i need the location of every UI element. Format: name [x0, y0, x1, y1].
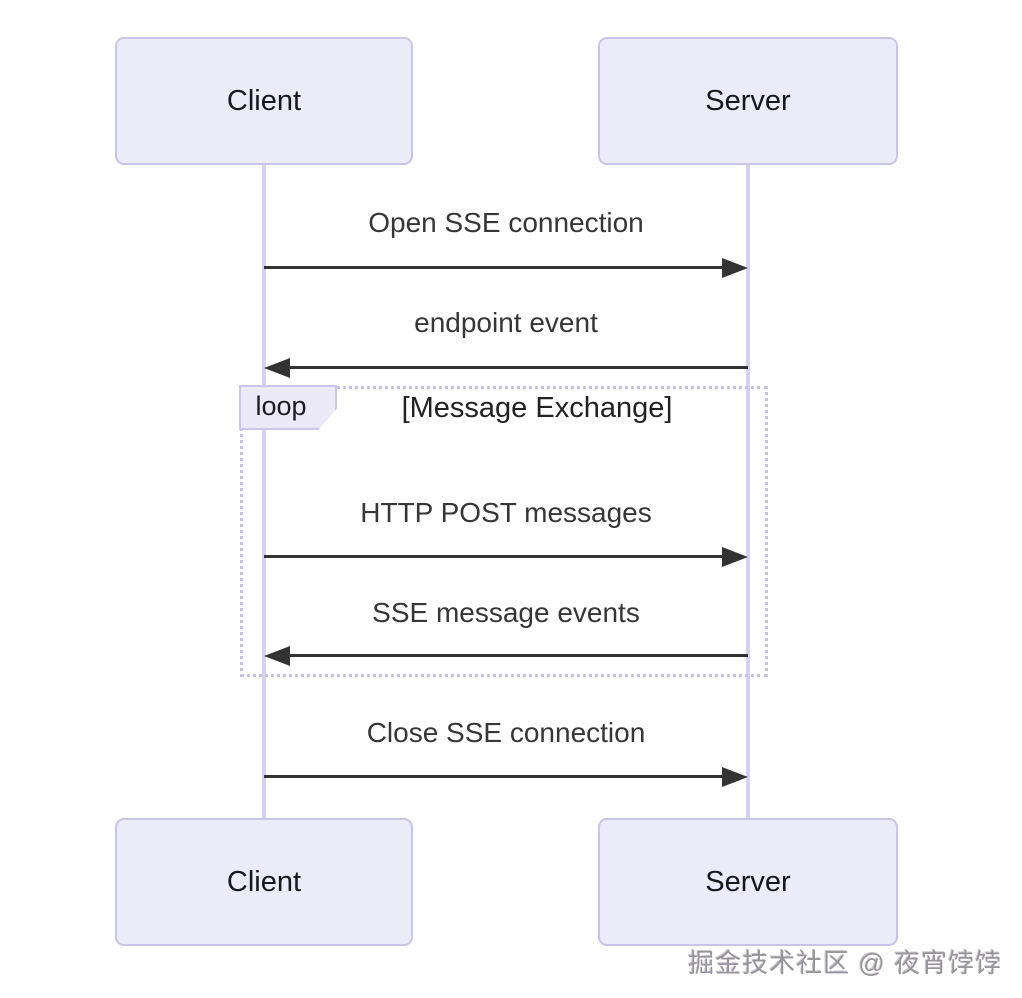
- message-arrow-line: [290, 366, 748, 369]
- arrowhead-left-icon: [264, 646, 290, 666]
- message-arrow-line: [264, 266, 722, 269]
- lifeline-client: [262, 165, 266, 818]
- message-label-close-sse: Close SSE connection: [366, 717, 646, 748]
- message-arrow-line: [264, 775, 722, 778]
- loop-tag-label: loop: [255, 390, 307, 421]
- actor-server-top: Server: [598, 37, 898, 165]
- actor-server-label: Server: [705, 84, 791, 117]
- actor-server-bottom: Server: [598, 818, 898, 946]
- watermark-text: 掘金技术社区 @ 夜宵饽饽: [688, 948, 1002, 978]
- arrowhead-right-icon: [722, 767, 748, 787]
- arrowhead-left-icon: [264, 358, 290, 378]
- actor-server-label: Server: [705, 865, 791, 898]
- message-label-open-sse: Open SSE connection: [368, 207, 644, 238]
- message-label-endpoint-event: endpoint event: [414, 307, 598, 338]
- message-label-http-post: HTTP POST messages: [360, 497, 652, 528]
- actor-client-label: Client: [226, 865, 302, 898]
- arrowhead-right-icon: [722, 258, 748, 278]
- message-label-sse-events: SSE message events: [372, 597, 640, 628]
- lifeline-server: [746, 165, 750, 818]
- actor-client-label: Client: [226, 84, 302, 117]
- actor-client-bottom: Client: [115, 818, 413, 946]
- loop-tag: loop: [239, 385, 337, 430]
- loop-fragment-border: [240, 386, 768, 677]
- message-arrow-line: [290, 654, 748, 657]
- loop-condition: [Message Exchange]: [401, 392, 673, 424]
- actor-client-top: Client: [115, 37, 413, 165]
- message-arrow-line: [264, 555, 722, 558]
- arrowhead-right-icon: [722, 547, 748, 567]
